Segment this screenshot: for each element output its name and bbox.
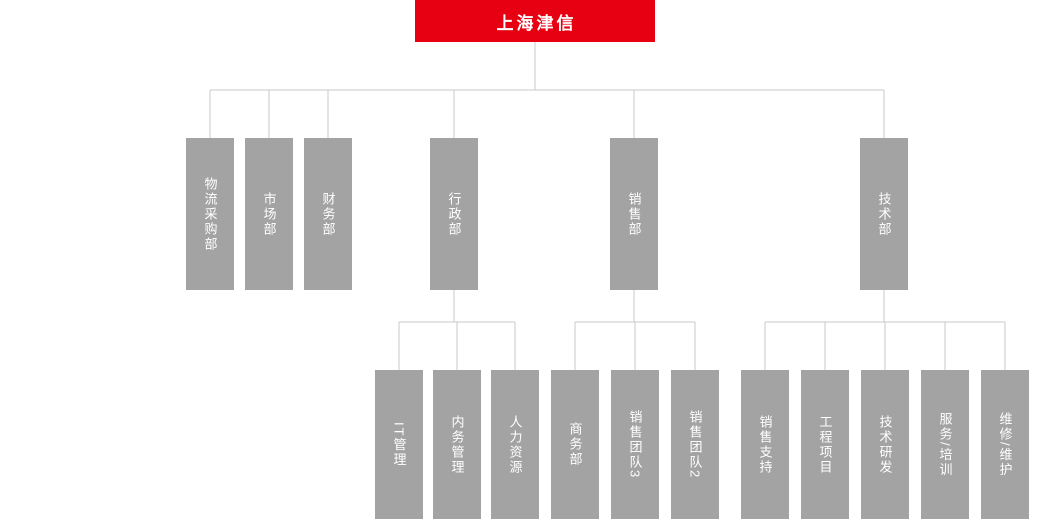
org-node-market: 市场部	[245, 138, 293, 290]
org-node-logistics-procurement: 物流采购部	[186, 138, 234, 290]
org-node-finance: 财务部	[304, 138, 352, 290]
org-node-tech: 技术部	[860, 138, 908, 290]
org-node-sales-team-2: 销售团队2	[671, 370, 719, 519]
org-node-engineering-project: 工程项目	[801, 370, 849, 519]
org-node-admin: 行政部	[430, 138, 478, 290]
org-node-it-management: IT管理	[375, 370, 423, 519]
org-node-sales-team-3: 销售团队3	[611, 370, 659, 519]
org-node-service-training: 服务/培训	[921, 370, 969, 519]
org-node-repair-maintenance: 维修/维护	[981, 370, 1029, 519]
org-node-root: 上海津信	[415, 0, 655, 42]
org-node-business-dept: 商务部	[551, 370, 599, 519]
org-node-internal-affairs: 内务管理	[433, 370, 481, 519]
org-node-sales: 销售部	[610, 138, 658, 290]
org-node-tech-rd: 技术研发	[861, 370, 909, 519]
org-node-sales-support: 销售支持	[741, 370, 789, 519]
org-node-human-resources: 人力资源	[491, 370, 539, 519]
